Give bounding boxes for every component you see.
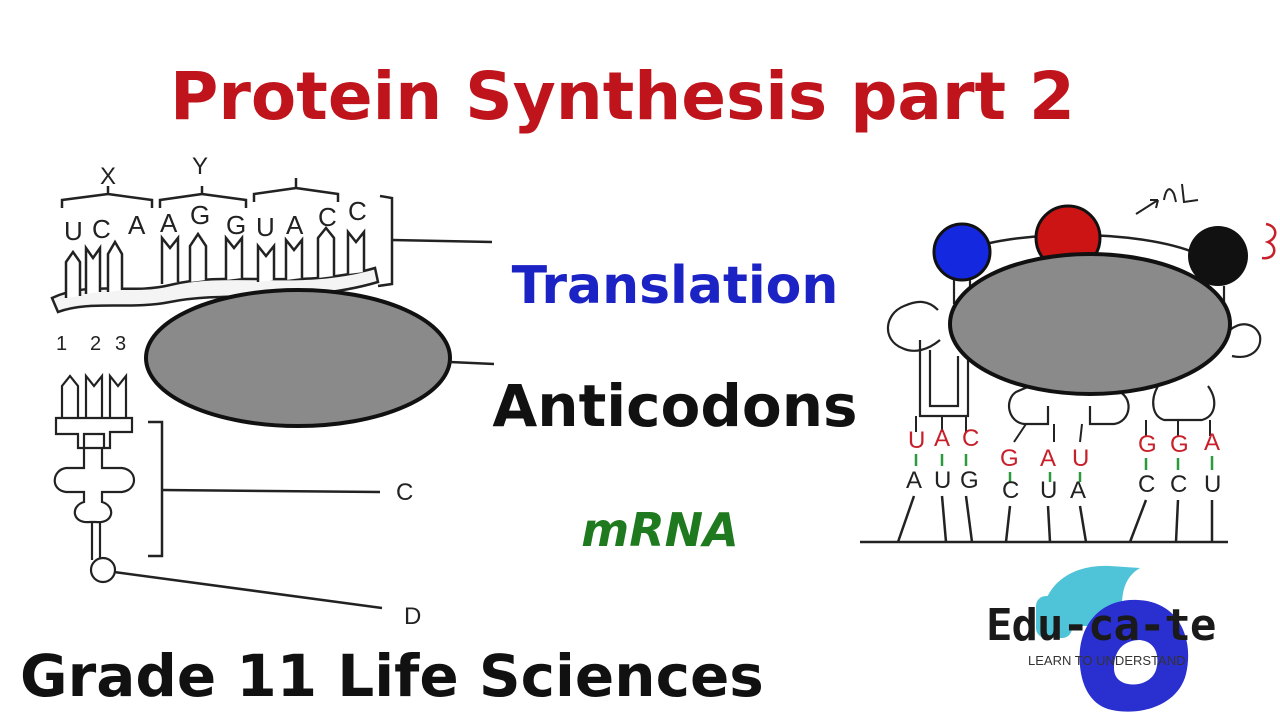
- base-letter: C: [348, 196, 367, 226]
- term-translation: Translation: [511, 256, 839, 316]
- label-x: X: [100, 163, 116, 190]
- base-letter: U: [64, 216, 83, 246]
- term-mrna: mRNA: [581, 503, 739, 557]
- codon-letter: G: [960, 467, 979, 494]
- ribosome: [144, 288, 452, 428]
- mrna-strand: [50, 266, 380, 314]
- codon-letter: C: [1138, 471, 1155, 498]
- base-letter: A: [128, 210, 146, 240]
- anticodon-letter: G: [1000, 445, 1019, 472]
- amino-acid-attachment: [89, 556, 117, 584]
- logo-tagline: LEARN TO UNDERSTAND: [1028, 653, 1186, 668]
- amino-acid-blue: [932, 222, 992, 282]
- annotation-arrow: [1135, 183, 1199, 215]
- codon-letter: A: [906, 467, 922, 494]
- base-letter: A: [286, 210, 304, 240]
- codon-letter: A: [1070, 477, 1086, 504]
- logo-wordmark: Edu-ca-te: [986, 600, 1216, 651]
- anticodon-letter: U: [908, 427, 925, 454]
- mrna-base-letters: U C A A G G U A C C: [64, 196, 367, 246]
- base-letter: U: [256, 212, 275, 242]
- right-translation-diagram: U A C G A U G G A A U G C U A C C U: [860, 183, 1277, 544]
- anticodon-letter: G: [1138, 431, 1157, 458]
- mrna-base-teeth: [64, 225, 366, 298]
- logo-blue-ring: [1079, 599, 1189, 712]
- base-letter: G: [190, 200, 210, 230]
- codon-brackets: [60, 178, 493, 288]
- base-letter: G: [226, 210, 246, 240]
- term-anticodons: Anticodons: [492, 372, 858, 440]
- anticodon-letter: G: [1170, 431, 1189, 458]
- educate-logo-mark: [1036, 565, 1189, 712]
- codon-letter: U: [1204, 471, 1221, 498]
- anticodon-letter: U: [1072, 445, 1089, 472]
- codon-letter: U: [934, 467, 951, 494]
- amino-acid-black: [1188, 226, 1248, 286]
- anticodon-letter: A: [934, 425, 950, 452]
- anticodon-letter: A: [1204, 429, 1220, 456]
- trna-molecule: [53, 372, 136, 584]
- ribosome: [948, 252, 1232, 396]
- anticodon-letter: C: [962, 425, 979, 452]
- codon-letter: U: [1040, 477, 1057, 504]
- codon-letter: C: [1170, 471, 1187, 498]
- base-letter: C: [92, 214, 111, 244]
- course-subtitle: Grade 11 Life Sciences: [20, 642, 764, 710]
- base-letter: C: [318, 202, 337, 232]
- base-letter: A: [160, 208, 178, 238]
- position-number: 3: [115, 333, 126, 355]
- position-number: 1: [56, 333, 67, 355]
- anticodon-letter: A: [1040, 445, 1056, 472]
- position-number: 2: [90, 333, 101, 355]
- label-c: C: [396, 479, 413, 506]
- label-d: D: [404, 603, 421, 630]
- label-y: Y: [192, 153, 208, 180]
- annotation-brace: [1261, 222, 1277, 260]
- left-translation-diagram: X Y U C A A G G U A C C 1 2 3 C D: [50, 153, 495, 630]
- page-title: Protein Synthesis part 2: [170, 58, 1075, 135]
- codon-letter: C: [1002, 477, 1019, 504]
